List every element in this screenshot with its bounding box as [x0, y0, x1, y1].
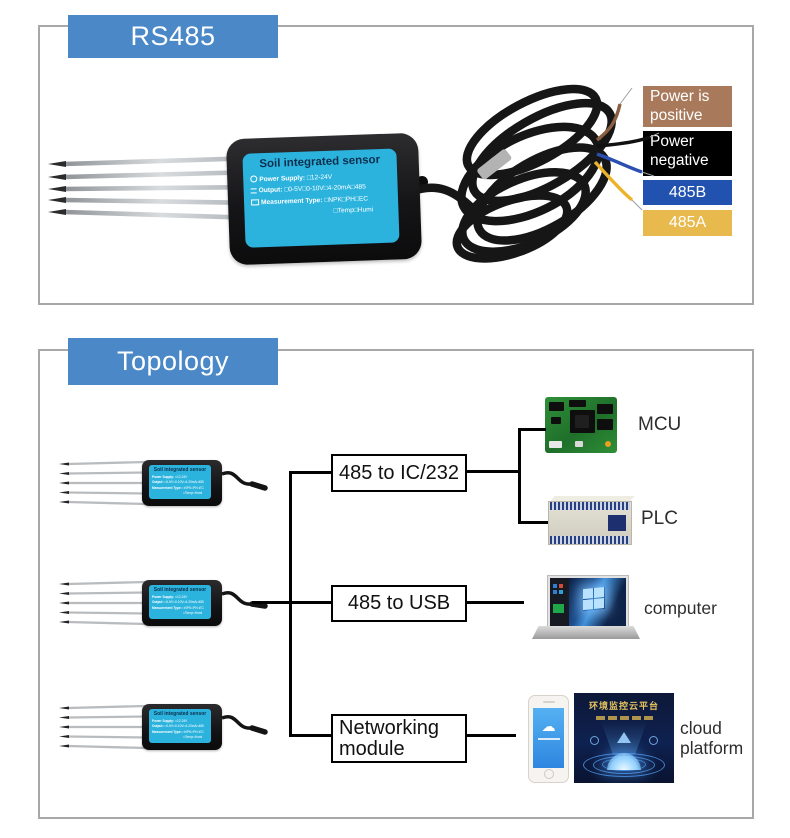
laptop-tile	[553, 604, 564, 613]
mcu-connector	[549, 441, 562, 448]
wire-label-power-positive: Power is positive	[643, 86, 732, 127]
laptop-tile	[553, 584, 557, 588]
mini-sensor-label: Soil integrated sensor Power Supply: □12…	[149, 709, 211, 743]
mcu-label: MCU	[638, 414, 682, 435]
line-box3-to-phone	[466, 734, 516, 737]
mini-cable-image	[221, 471, 268, 491]
line-box1-right	[466, 470, 520, 473]
mcu-chip-core	[575, 415, 589, 428]
mcu-capacitor	[605, 441, 611, 447]
mini-sensor-3: Soil integrated sensor Power Supply: □12…	[58, 692, 270, 764]
plc-label: PLC	[641, 508, 678, 529]
hologram-glyph	[649, 736, 658, 745]
phone-screen-text	[537, 738, 560, 740]
mcu-board-image	[545, 397, 617, 453]
line-to-plc	[518, 521, 548, 524]
laptop-screen-image	[547, 575, 629, 631]
wire-label-485b: 485B	[643, 180, 732, 205]
computer-label: computer	[644, 598, 717, 618]
mini-sensor-1: Soil integrated sensor Power Supply: □12…	[58, 448, 270, 520]
mcu-connector	[575, 441, 583, 447]
sensor-label: Soil integrated sensor Power Supply: □12…	[242, 148, 400, 248]
sensor-body: Soil integrated sensor Power Supply: □12…	[225, 132, 423, 266]
box-485-to-usb: 485 to USB	[331, 585, 467, 622]
cloud-icon: ☁	[541, 718, 556, 734]
phone-screen: ☁	[533, 708, 564, 768]
sensor-label-title: Soil integrated sensor	[259, 154, 381, 171]
plc-panel	[608, 515, 626, 531]
plc-body	[548, 501, 632, 545]
rs485-banner: RS485	[68, 15, 278, 58]
mcu-chip	[569, 400, 586, 407]
line-bus-to-box1	[289, 471, 333, 474]
line-to-mcu	[518, 428, 546, 431]
mini-probes-image	[59, 580, 147, 626]
cloud-panel-title: 环境监控云平台	[588, 701, 659, 711]
rs485-banner-label: RS485	[130, 21, 216, 51]
mini-cable-image	[221, 591, 268, 609]
laptop-tile	[553, 590, 557, 594]
laptop-start-menu	[550, 578, 569, 628]
phone-speaker	[542, 701, 555, 703]
plc-terminal-strip-bottom	[550, 536, 630, 544]
sensor-label-power-line: Power Supply: □12-24V	[250, 170, 397, 183]
mcu-chip	[597, 404, 613, 414]
box-485-to-ic232: 485 to IC/232	[331, 454, 467, 492]
output-icon	[250, 188, 257, 194]
mini-probes-image	[59, 460, 147, 506]
mcu-chip	[597, 419, 613, 430]
phone-home-button	[543, 769, 554, 779]
hologram-dome	[607, 753, 641, 770]
mcu-chip	[551, 417, 561, 424]
branch-vertical-line	[518, 428, 521, 524]
topology-banner: Topology	[68, 338, 278, 385]
sensor-probes-image	[48, 155, 258, 221]
wire-label-485a: 485A	[643, 210, 732, 236]
wire-label-power-negative: Power negative	[643, 131, 732, 176]
mini-cable-image	[221, 715, 268, 735]
mini-sensor-body: Soil integrated sensor Power Supply: □12…	[142, 704, 222, 750]
bus-vertical-line	[289, 471, 292, 737]
mini-sensor-label: Soil integrated sensor Power Supply: □12…	[149, 465, 211, 499]
hologram-cone	[617, 732, 631, 743]
cloud-panel-subtitle	[574, 716, 674, 720]
sensor-cable-image	[392, 84, 660, 263]
laptop-tile	[559, 584, 563, 588]
windows-logo	[583, 586, 605, 611]
mini-sensor-2: Soil integrated sensor Power Supply: □12…	[58, 568, 270, 640]
laptop-tile	[559, 590, 563, 594]
sensor-label-output-line: Output: □0-5V□0-10V□4-20mA□485	[250, 182, 398, 194]
power-icon	[250, 174, 258, 183]
line-sensor-to-box2	[252, 601, 333, 604]
sensor-label-measure-line: Measurement Type: □NPK□PH□EC	[250, 194, 398, 206]
cable-tie-band	[477, 149, 512, 180]
laptop-base	[532, 626, 640, 639]
box-networking-module: Networking module	[331, 714, 467, 763]
mcu-chip	[549, 402, 564, 411]
mini-sensor-body: Soil integrated sensor Power Supply: □12…	[142, 460, 222, 506]
hologram-glyph	[590, 736, 599, 745]
line-box2-to-computer	[466, 601, 524, 604]
sensor-label-measure-line2: □Temp□Humi	[333, 206, 374, 215]
phone-image: ☁	[528, 695, 569, 783]
mini-probes-image	[59, 704, 147, 750]
measurement-icon	[250, 198, 260, 206]
cloud-platform-image: 环境监控云平台	[574, 693, 674, 783]
plc-device-image	[548, 496, 638, 546]
line-bus-to-box3	[289, 734, 333, 737]
plc-terminal-strip-top	[550, 502, 630, 510]
cloud-platform-label: cloud platform	[680, 718, 744, 759]
mini-sensor-label: Soil integrated sensor Power Supply: □12…	[149, 585, 211, 619]
mini-sensor-body: Soil integrated sensor Power Supply: □12…	[142, 580, 222, 626]
topology-banner-label: Topology	[116, 346, 230, 376]
